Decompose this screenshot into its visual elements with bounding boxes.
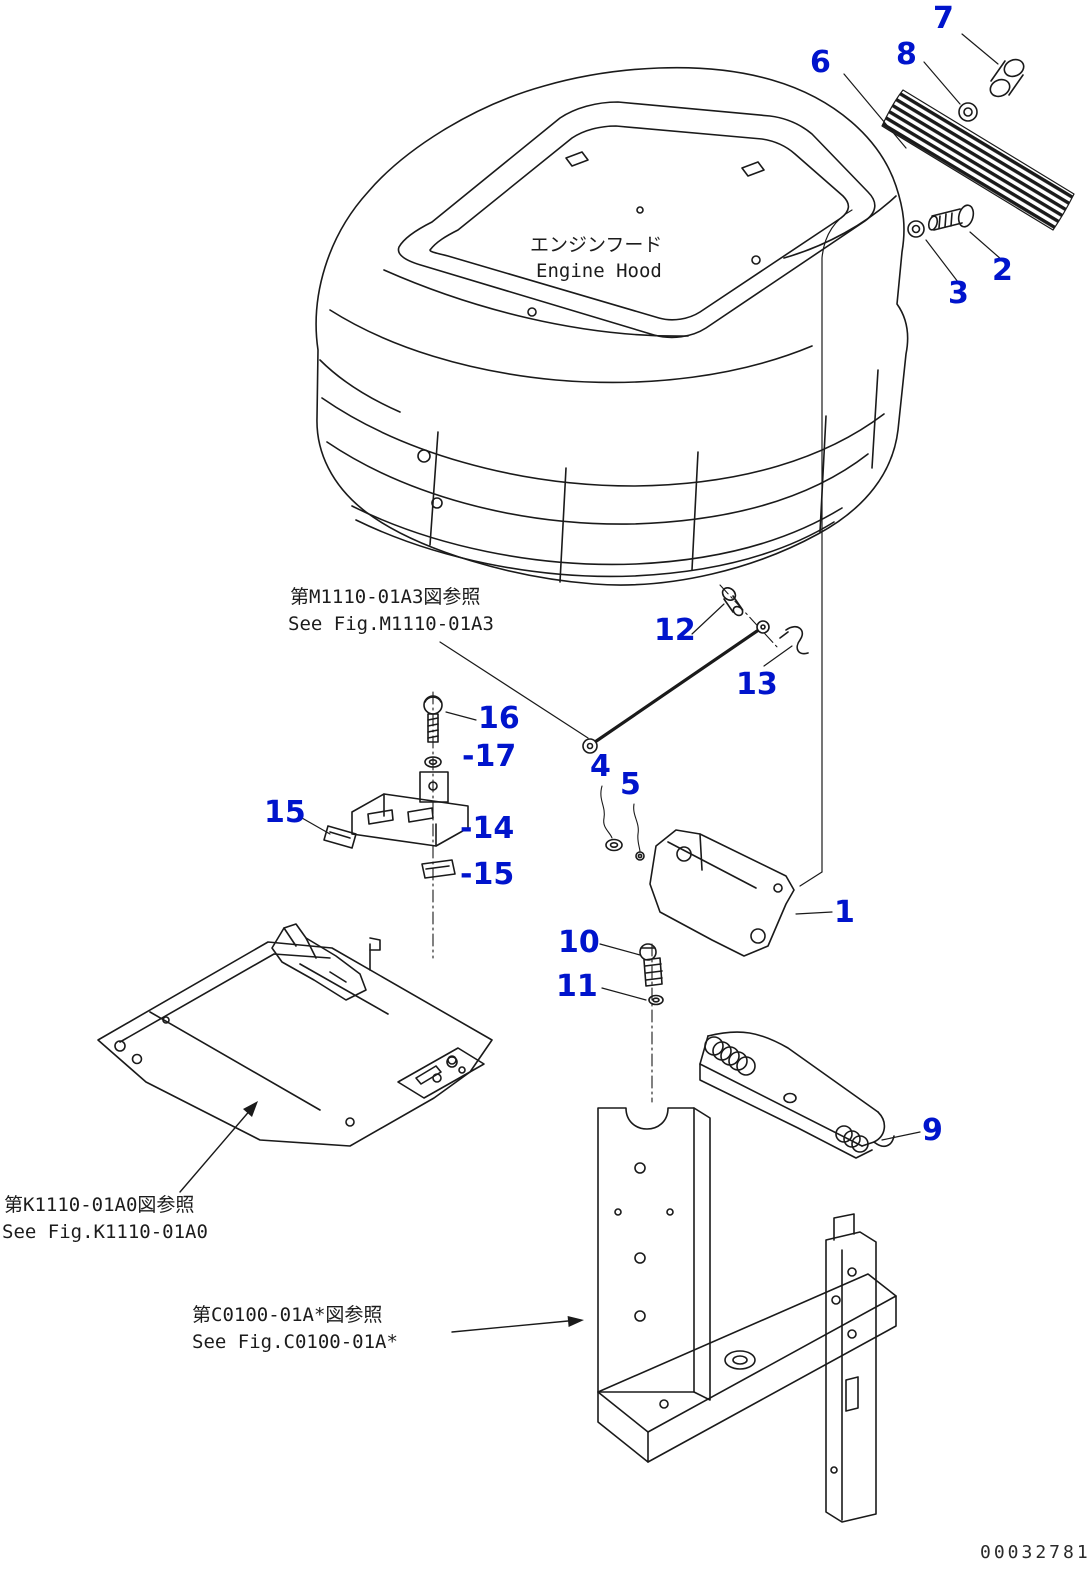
document-number: 00032781 xyxy=(980,1542,1090,1563)
callout-10: 10 xyxy=(558,925,600,960)
bolt-16-washer-17 xyxy=(423,695,443,768)
reference-c0100-en: See Fig.C0100-01A* xyxy=(192,1331,398,1353)
bracket-14-clips-15 xyxy=(323,771,469,879)
reference-c0100-jp: 第C0100-01A*図参照 xyxy=(192,1304,383,1326)
callout-4: 4 xyxy=(590,749,611,784)
callout-7: 7 xyxy=(933,1,954,36)
reference-arrows xyxy=(179,1101,584,1333)
bolt-10-washer-11 xyxy=(639,943,664,1006)
callout-13: 13 xyxy=(736,667,778,702)
hinge-bracket-1 xyxy=(649,829,795,957)
reference-m1110-jp: 第M1110-01A3図参照 xyxy=(290,586,481,608)
engine-hood xyxy=(315,66,909,586)
latch-assembly-9 xyxy=(699,1031,895,1159)
callout-8: 8 xyxy=(896,37,917,72)
bolt-7-washer-8 xyxy=(958,58,1025,122)
callout-5: 5 xyxy=(620,767,641,802)
gas-spring-6 xyxy=(881,89,1075,231)
hood-title-jp: エンジンフード xyxy=(530,234,663,256)
callout-15: 15 xyxy=(264,795,306,830)
hood-title-en: Engine Hood xyxy=(536,260,662,282)
leader-lines xyxy=(301,33,1003,1141)
callout-1: 1 xyxy=(834,895,855,930)
callout-16: 16 xyxy=(478,701,520,736)
callout-15b: -15 xyxy=(460,857,515,892)
cover-plate xyxy=(97,923,493,1147)
reference-k1110-en: See Fig.K1110-01A0 xyxy=(2,1221,208,1243)
bolt-2-washer-3 xyxy=(907,204,975,238)
reference-m1110-en: See Fig.M1110-01A3 xyxy=(288,613,494,635)
washers-4-5 xyxy=(600,785,645,861)
callout-14: -14 xyxy=(460,811,515,846)
callout-6: 6 xyxy=(810,45,831,80)
support-frame xyxy=(597,1107,897,1523)
callout-2: 2 xyxy=(992,253,1013,288)
callout-3: 3 xyxy=(948,276,969,311)
reference-k1110-jp: 第K1110-01A0図参照 xyxy=(4,1194,195,1216)
callout-9: 9 xyxy=(922,1113,943,1148)
callout-11: 11 xyxy=(556,969,598,1004)
callout-17: -17 xyxy=(462,739,517,774)
callout-12: 12 xyxy=(654,613,696,648)
stay-rod-12-13 xyxy=(582,587,809,754)
